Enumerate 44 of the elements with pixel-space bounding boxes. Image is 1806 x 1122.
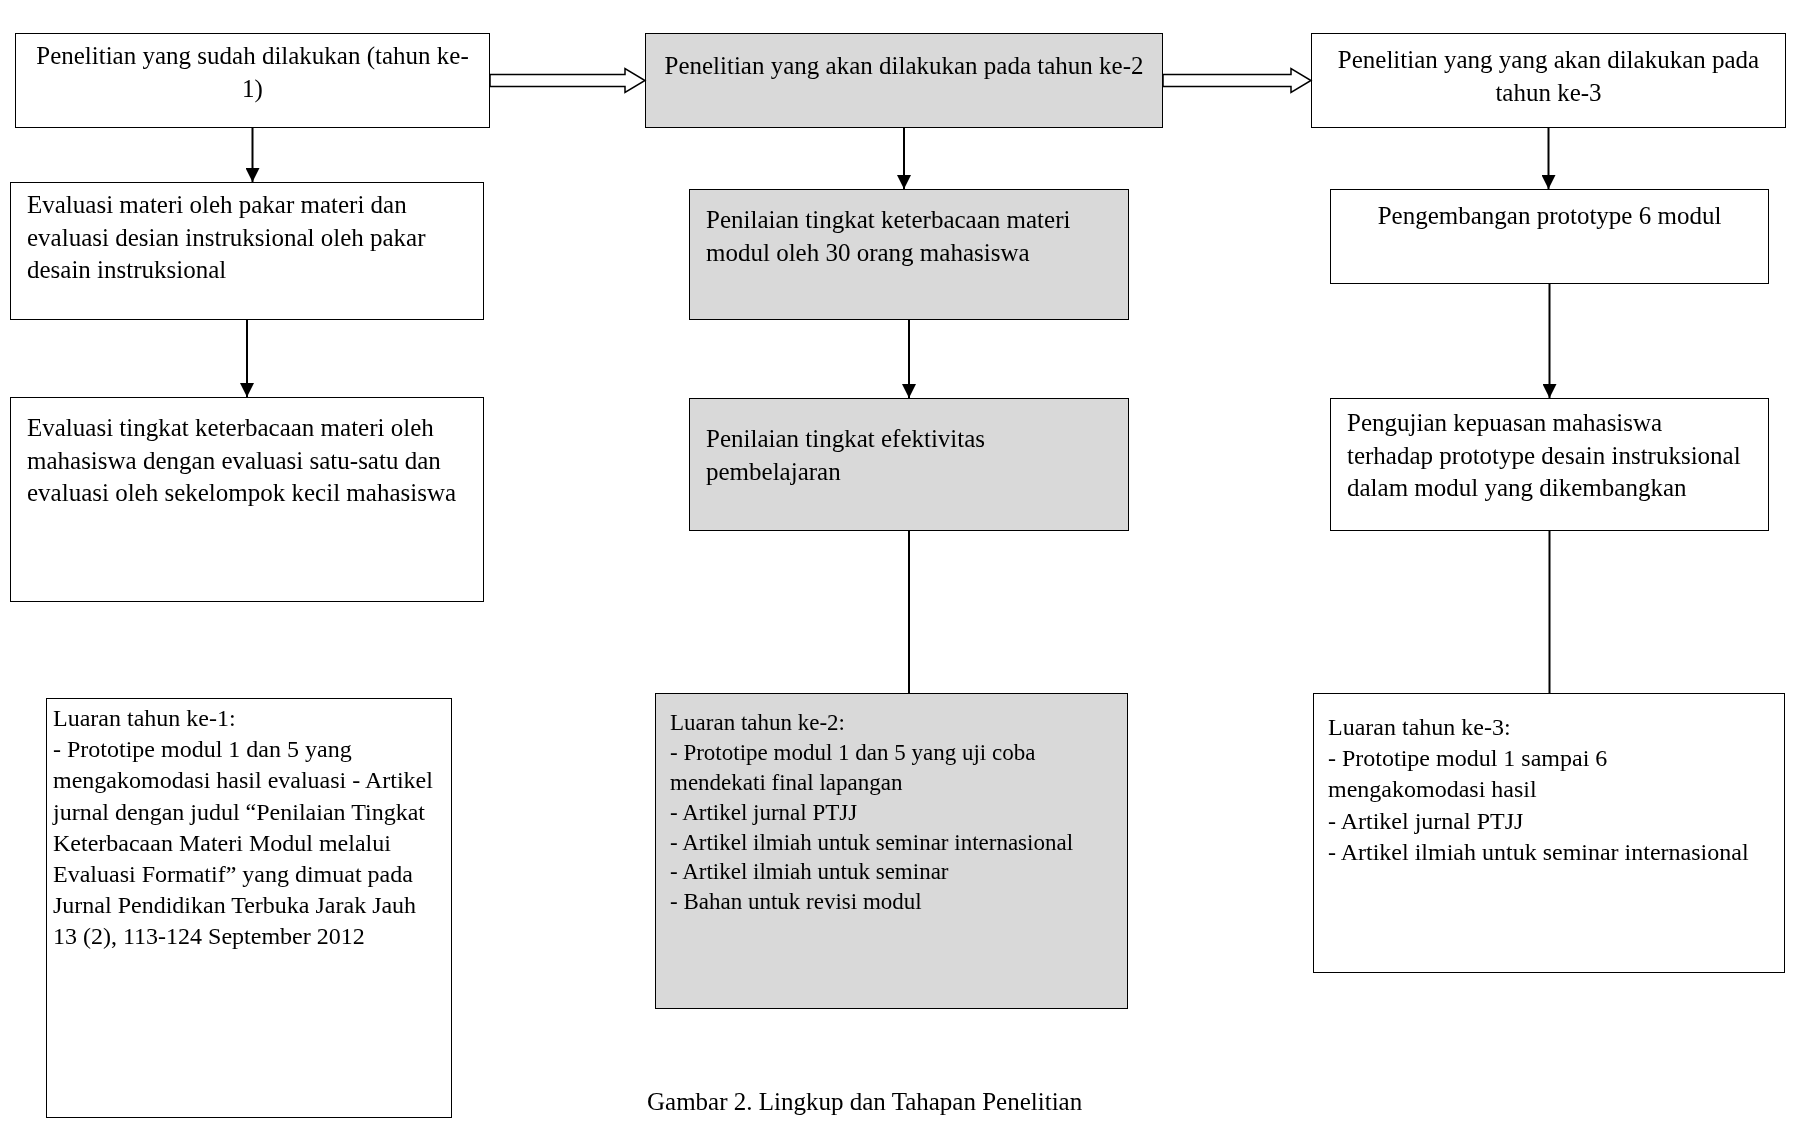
box-text: Evaluasi tingkat keterbacaan materi oleh mahasiswa dengan evaluasi satu-satu dan evaluasi oleh sekelompok kecil mahasiswa <box>27 413 458 508</box>
box-text: - Artikel jurnal PTJJ <box>670 798 859 827</box>
box-text: Penelitian yang yang akan dilakukan pada tahun ke-3 <box>1336 45 1761 108</box>
box-text: - Prototipe modul 1 dan 5 yang uji coba mendekati final lapangan <box>670 738 1037 797</box>
arrow <box>1541 127 1556 190</box>
process-box <box>10 397 484 602</box>
process-box <box>15 33 490 128</box>
connector-line <box>908 530 910 694</box>
box-text: Penilaian tingkat efektivitas pembelajaran <box>706 424 987 487</box>
box-heading: Luaran tahun ke-3: <box>1328 713 1512 742</box>
process-box <box>645 33 1163 128</box>
connector-line <box>1548 530 1551 694</box>
box-heading: Luaran tahun ke-2: <box>670 709 846 737</box>
process-box <box>689 398 1129 531</box>
arrow <box>1542 283 1557 399</box>
hollow-arrow <box>489 67 647 94</box>
box-text: - Prototipe modul 1 sampai 6 mengakomodasi hasil <box>1328 744 1609 805</box>
box-text: Pengujian kepuasan mahasiswa terhadap prototype desain instruksional dalam modul yang dikembangkan <box>1347 408 1742 503</box>
box-text: - Artikel ilmiah untuk seminar <box>670 858 950 887</box>
arrow <box>902 319 916 399</box>
process-box <box>1330 398 1769 531</box>
figure-caption: Gambar 2. Lingkup dan Tahapan Penelitian <box>647 1088 1083 1116</box>
box-text: - Prototipe modul 1 dan 5 yang mengakomodasi hasil evaluasi - Artikel jurnal dengan judul “Penilaian Tingkat Keterbacaan Materi Modul melalui Evaluasi Formatif” yang dimuat pada Jurnal Pendidikan Terbuka Jarak Jauh 13 (2), 113-124 September 2012 <box>53 735 434 952</box>
box-text: Pengembangan prototype 6 modul <box>1376 201 1723 231</box>
process-box <box>655 693 1128 1009</box>
box-text: - Artikel ilmiah untuk seminar internasional <box>670 828 1075 857</box>
box-text: Penilaian tingkat keterbacaan materi modul oleh 30 orang mahasiswa <box>706 205 1072 268</box>
arrow <box>245 127 260 183</box>
process-box <box>1311 33 1786 128</box>
arrow <box>897 127 911 190</box>
hollow-arrow <box>1162 67 1313 94</box>
box-text: - Bahan untuk revisi modul <box>670 888 923 917</box>
process-box <box>1330 189 1769 284</box>
box-text: Penelitian yang sudah dilakukan (tahun ke-1) <box>35 41 470 105</box>
process-box <box>1313 693 1785 973</box>
box-text: - Artikel jurnal PTJJ <box>1328 806 1525 836</box>
process-box <box>10 182 484 320</box>
process-box <box>46 698 452 1118</box>
arrow <box>240 319 254 398</box>
box-heading: Luaran tahun ke-1: <box>53 704 237 733</box>
box-text: Evaluasi materi oleh pakar materi dan evaluasi desian instruksional oleh pakar desain instruksional <box>27 190 427 285</box>
box-text: - Artikel ilmiah untuk seminar internasional <box>1328 837 1750 867</box>
process-box <box>689 189 1129 320</box>
box-text: Penelitian yang akan dilakukan pada tahun ke-2 <box>663 51 1145 81</box>
